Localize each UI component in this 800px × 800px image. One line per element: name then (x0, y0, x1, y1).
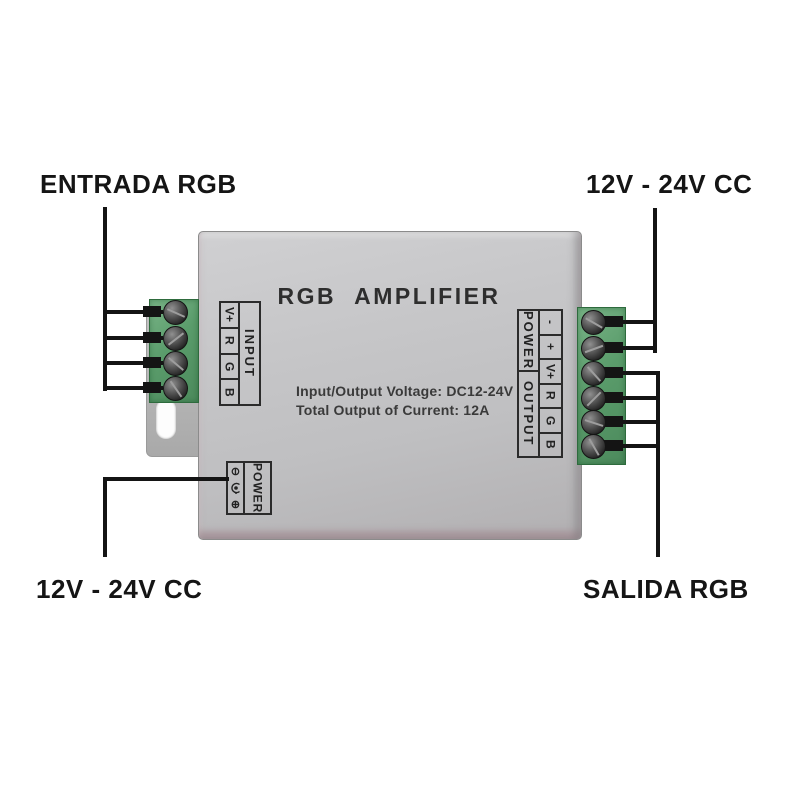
io-pin-plus: + (540, 336, 561, 360)
output-screw-3 (581, 361, 606, 386)
input-pin-g: G (221, 355, 238, 381)
io-pin-g: G (540, 409, 561, 434)
wire-output-2 (610, 396, 660, 400)
input-pin-column: V+ R G B (221, 303, 240, 404)
wire-power-vertical (653, 208, 657, 353)
wire-input-2 (103, 336, 163, 340)
output-screw-1 (581, 310, 606, 335)
device-title: RGB AMPLIFIER (277, 283, 501, 309)
input-screw-1 (163, 300, 188, 325)
dc-jack-panel: ⊖ ⊕ POWER (226, 461, 272, 515)
input-screw-3 (163, 351, 188, 376)
io-word-column: POWER OUTPUT (519, 311, 540, 456)
spec-voltage: Input/Output Voltage: DC12-24V (296, 383, 514, 399)
input-word-column: INPUT (240, 303, 259, 404)
output-word-cell: OUTPUT (521, 381, 536, 447)
wire-jack-horizontal (103, 477, 229, 481)
input-screw-4 (163, 376, 188, 401)
output-power-panel: POWER OUTPUT - + V+ R G B (517, 309, 563, 458)
wire-output-3 (610, 420, 660, 424)
wire-output-4 (610, 444, 660, 448)
io-pin-column: - + V+ R G B (540, 311, 561, 456)
jack-symbol-column: ⊖ ⊕ (228, 463, 245, 513)
input-word-cell: INPUT (242, 329, 257, 378)
wire-jack-vertical (103, 477, 107, 557)
jack-word-cell: POWER (250, 463, 265, 514)
output-screw-4 (581, 386, 606, 411)
dc-jack-polarity-icon (228, 480, 243, 497)
output-screw-2 (581, 336, 606, 361)
jack-word-column: POWER (245, 463, 270, 513)
wire-input-1 (103, 310, 163, 314)
spec-current: Total Output of Current: 12A (296, 402, 490, 418)
label-power-top: 12V - 24V CC (586, 169, 753, 199)
input-pin-vplus: V+ (221, 303, 238, 329)
wire-power-2 (610, 346, 657, 350)
wire-power-1 (610, 320, 657, 324)
io-pin-minus: - (540, 311, 561, 336)
io-pin-r: R (540, 385, 561, 409)
input-pin-r: R (221, 329, 238, 355)
output-screw-6 (581, 434, 606, 459)
label-power-bottom: 12V - 24V CC (36, 574, 203, 604)
minus-circle-icon: ⊖ (229, 466, 241, 476)
input-panel: V+ R G B INPUT (219, 301, 261, 406)
input-screw-2 (163, 326, 188, 351)
wire-output-vertical (656, 371, 660, 557)
wire-output-1 (610, 371, 660, 375)
io-pin-b: B (543, 440, 558, 450)
mounting-slot-hole (156, 399, 176, 439)
wire-input-vertical (103, 207, 107, 391)
output-screw-5 (581, 410, 606, 435)
label-salida-rgb: SALIDA RGB (583, 574, 749, 604)
input-pin-b: B (222, 387, 237, 397)
power-word-cell: POWER (519, 311, 538, 373)
wire-input-4 (103, 386, 163, 390)
label-entrada-rgb: ENTRADA RGB (40, 169, 237, 199)
io-pin-vplus: V+ (540, 360, 561, 385)
plus-circle-icon: ⊕ (229, 500, 241, 510)
wire-input-3 (103, 361, 163, 365)
